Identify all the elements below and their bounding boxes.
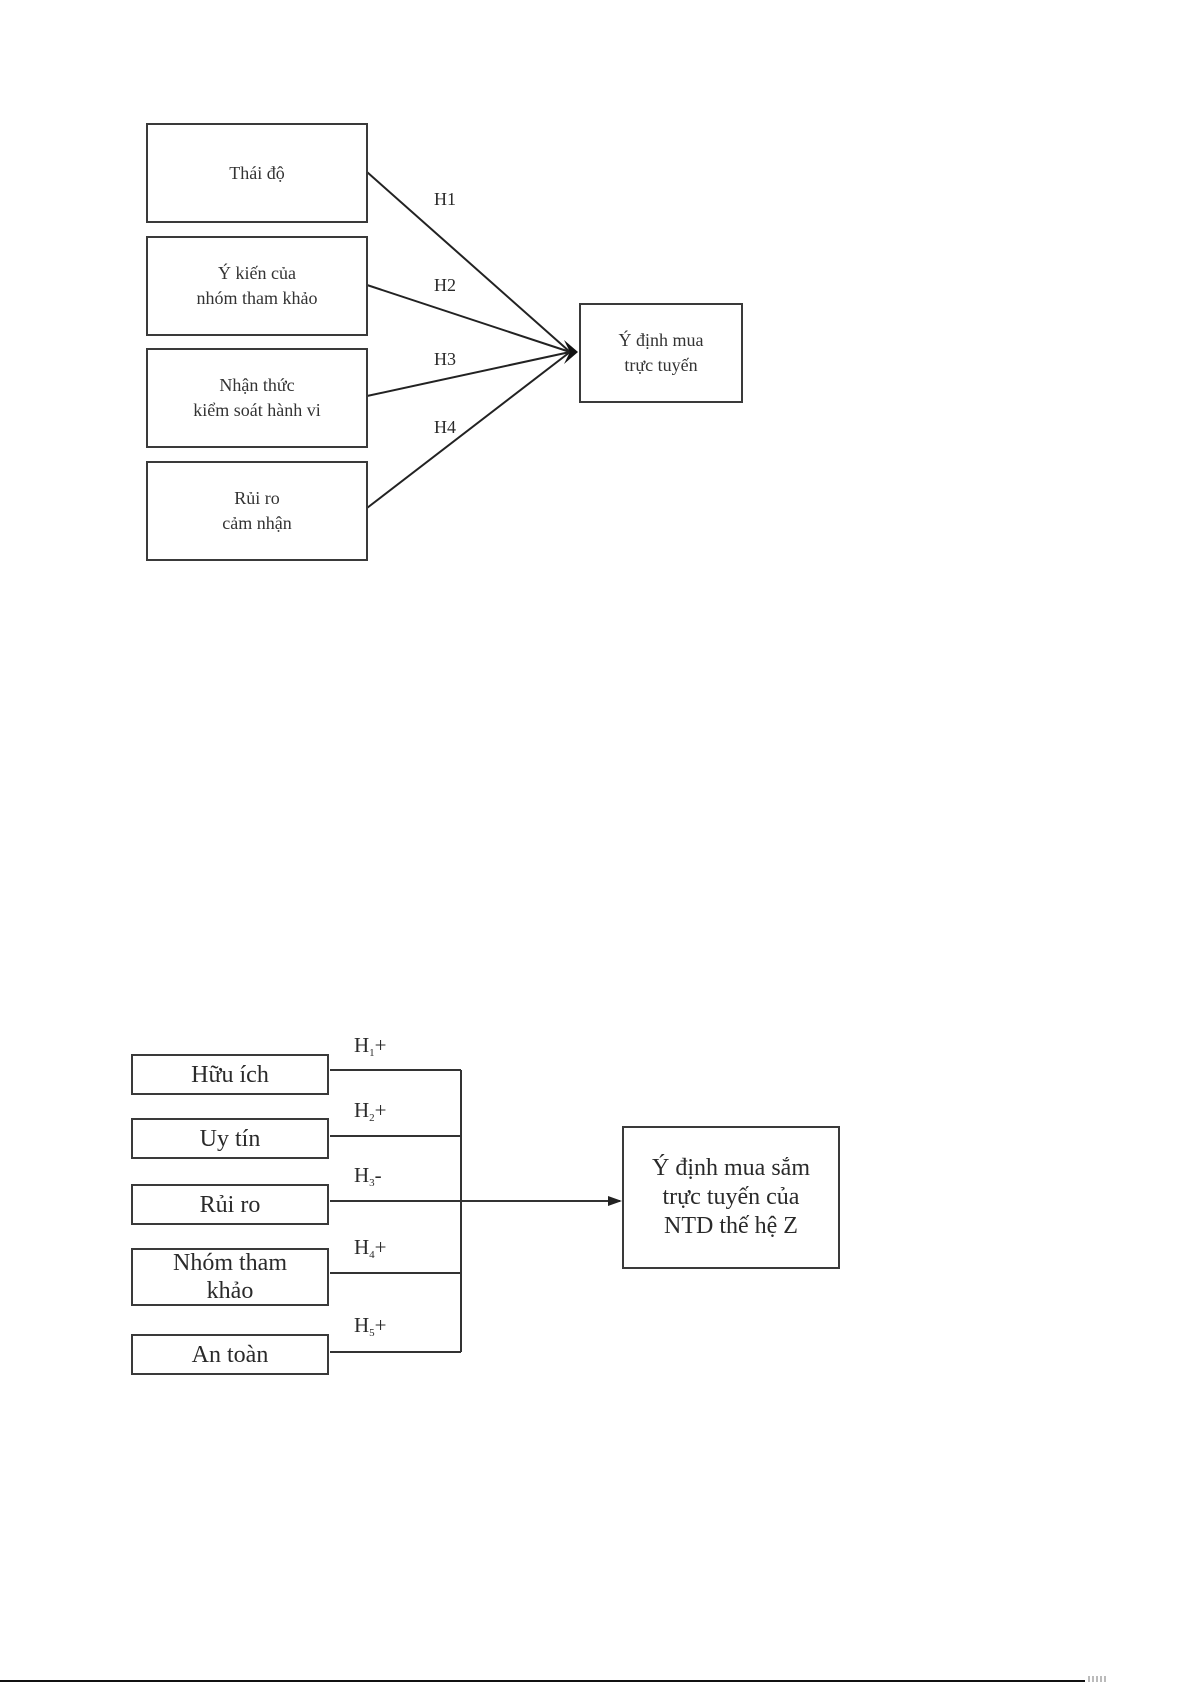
input-box-attitude: Thái độ	[146, 123, 368, 223]
target-box-online-purchase-intention: Ý định mua trực tuyến	[579, 303, 743, 403]
hypothesis-label-h3: H3	[434, 349, 456, 369]
input-label: Rủi ro cảm nhận	[222, 488, 292, 533]
arrow-h4	[366, 351, 571, 509]
input-box-risk: Rủi ro	[131, 1184, 329, 1225]
page-mark	[1088, 1676, 1108, 1682]
hypothesis-label-h1: H1	[434, 189, 456, 209]
target-box-genz-online-shopping-intention: Ý định mua sắm trực tuyến của NTD thế hệ…	[622, 1126, 840, 1269]
hypothesis-label-h5: H5+	[354, 1313, 387, 1339]
arrowhead-icon	[564, 340, 578, 364]
input-label: Nhận thức kiểm soát hành vi	[193, 375, 321, 420]
input-label: Uy tín	[199, 1125, 261, 1152]
arrow-h3	[366, 351, 571, 397]
input-box-perceived-control: Nhận thức kiểm soát hành vi	[146, 348, 368, 448]
input-label: Nhóm tham khảo	[173, 1250, 287, 1304]
input-label: Rủi ro	[199, 1191, 261, 1218]
input-box-reputation: Uy tín	[131, 1118, 329, 1159]
input-label: An toàn	[191, 1341, 269, 1368]
input-label: Hữu ích	[191, 1061, 269, 1088]
input-box-reference-group: Ý kiến của nhóm tham khảo	[146, 236, 368, 336]
hypothesis-label-h2: H2+	[354, 1098, 387, 1124]
input-box-perceived-risk: Rủi ro cảm nhận	[146, 461, 368, 561]
input-box-usefulness: Hữu ích	[131, 1054, 329, 1095]
input-label: Thái độ	[229, 162, 285, 183]
target-label: Ý định mua sắm trực tuyến của NTD thế hệ…	[652, 1155, 810, 1239]
hypothesis-label-h2: H2	[434, 275, 456, 295]
input-label: Ý kiến của nhóm tham khảo	[196, 263, 318, 308]
page-footer-rule	[0, 1680, 1085, 1682]
hypothesis-label-h3: H3-	[354, 1163, 382, 1189]
input-box-reference-group: Nhóm tham khảo	[131, 1248, 329, 1306]
hypothesis-label-h1: H1+	[354, 1033, 387, 1059]
arrowhead-icon	[608, 1196, 622, 1206]
diagram1-connectors	[366, 171, 578, 509]
hypothesis-label-h4: H4+	[354, 1235, 387, 1261]
arrow-h2	[366, 284, 571, 353]
target-label: Ý định mua trực tuyến	[618, 330, 704, 375]
input-box-safety: An toàn	[131, 1334, 329, 1375]
hypothesis-label-h4: H4	[434, 417, 456, 437]
arrow-h1	[366, 171, 571, 353]
